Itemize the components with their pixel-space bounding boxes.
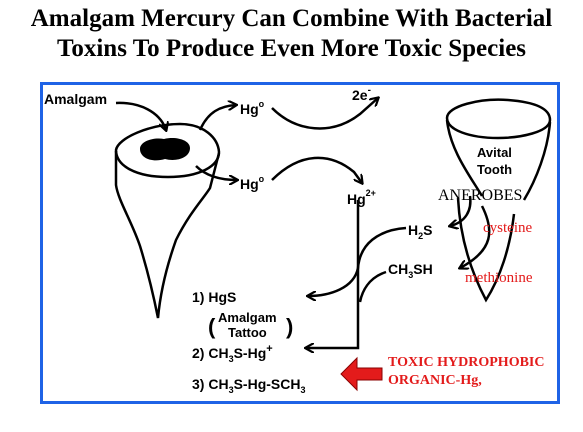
cysteine-label: cysteine: [483, 220, 532, 236]
tattoo-paren-left: (: [208, 314, 216, 339]
tattoo-line-1: Amalgam: [218, 310, 277, 325]
avital-tooth: [445, 98, 552, 303]
toxic-label-line-2: ORGANIC-Hg,: [388, 373, 482, 388]
toxic-pointer-arrow: [340, 356, 383, 392]
tattoo-line-2: Tattoo: [228, 325, 267, 340]
product-2-label: 2) CH3S-Hg+: [192, 343, 273, 364]
avital-label: Avital: [477, 145, 512, 160]
electrons-label: 2e-: [352, 85, 371, 103]
page-title: Amalgam Mercury Can Combine With Bacteri…: [0, 4, 583, 64]
title-line-2: Toxins To Produce Even More Toxic Specie…: [56, 35, 527, 62]
hg0-lower-label: Hgo: [240, 174, 265, 192]
amalgam-filling: [140, 138, 190, 161]
ch3sh-label: CH3SH: [388, 261, 433, 280]
tattoo-paren-right: ): [286, 314, 293, 339]
anerobes-label: ANEROBES: [438, 187, 522, 204]
h2s-label: H2S: [408, 222, 432, 241]
toxic-label-line-1: TOXIC HYDROPHOBIC: [388, 355, 544, 370]
tooth-label: Tooth: [477, 162, 512, 177]
methionine-label: methionine: [465, 270, 533, 286]
title-line-1: Amalgam Mercury Can Combine With Bacteri…: [30, 5, 553, 32]
product-3-label: 3) CH3S-Hg-SCH3: [192, 376, 305, 395]
hg0-upper-label: Hgo: [240, 99, 265, 117]
reaction-arrows: [115, 98, 491, 348]
diagram-frame: [40, 82, 560, 404]
product-1-label: 1) HgS: [192, 289, 236, 305]
hg2-label: Hg2+: [347, 188, 376, 207]
amalgam-label: Amalgam: [44, 91, 107, 107]
